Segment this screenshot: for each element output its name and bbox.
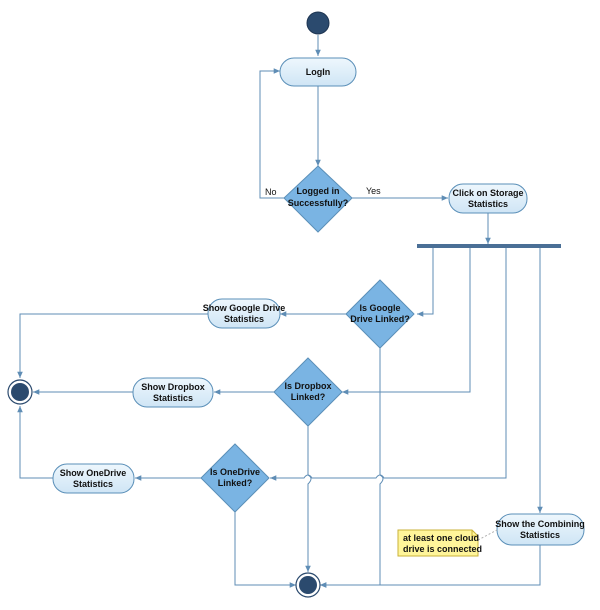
edge-showonedrive-end xyxy=(17,406,53,479)
show-combining-line2: Statistics xyxy=(520,530,560,540)
decision-dropbox-line1: Is Dropbox xyxy=(284,381,331,391)
show-dropbox-action: Show Dropbox Statistics xyxy=(132,377,214,408)
decision-google: Is Google Drive Linked? xyxy=(345,279,415,349)
edge-no-loop xyxy=(259,68,284,199)
decision-google-line1: Is Google xyxy=(359,303,400,313)
decision-dropbox-line2: Linked? xyxy=(291,392,326,402)
show-combining-line1: Show the Combining xyxy=(495,519,585,529)
edge-combining-end xyxy=(320,545,541,588)
decision-login: Logged in Successfully? xyxy=(283,165,353,233)
decision-google-line2: Drive Linked? xyxy=(350,314,410,324)
decision-onedrive-line1: Is OneDrive xyxy=(210,467,260,477)
edge-fork-dropbox xyxy=(342,247,471,395)
decision-onedrive-line2: Linked? xyxy=(218,478,253,488)
note-line1: at least one cloud xyxy=(403,533,479,543)
edge-fork-google xyxy=(417,247,434,317)
show-combining-action: Show the Combining Statistics xyxy=(495,513,585,546)
note-line2: drive is connected xyxy=(403,544,482,554)
note: at least one cloud drive is connected xyxy=(397,529,498,557)
login-label: LogIn xyxy=(306,67,331,77)
label-yes: Yes xyxy=(366,186,381,196)
start-node xyxy=(306,11,330,35)
show-onedrive-line1: Show OneDrive xyxy=(60,468,127,478)
fork-bar xyxy=(417,244,561,248)
edge-onedrive-no xyxy=(234,512,296,588)
click-storage-line1: Click on Storage xyxy=(452,188,523,198)
show-google-action: Show Google Drive Statistics xyxy=(203,298,286,329)
click-storage-action: Click on Storage Statistics xyxy=(448,183,528,214)
click-storage-line2: Statistics xyxy=(468,199,508,209)
end-node-bottom xyxy=(295,572,321,598)
show-google-line1: Show Google Drive xyxy=(203,303,286,313)
label-no: No xyxy=(265,187,277,197)
edge-dropbox-no xyxy=(305,426,312,572)
edge-google-no xyxy=(320,348,384,588)
decision-dropbox: Is Dropbox Linked? xyxy=(273,357,343,427)
show-onedrive-line2: Statistics xyxy=(73,479,113,489)
edges xyxy=(17,35,543,588)
show-google-line2: Statistics xyxy=(224,314,264,324)
decision-onedrive: Is OneDrive Linked? xyxy=(200,443,270,513)
edge-showgoogle-end xyxy=(17,313,208,378)
login-action: LogIn xyxy=(279,57,357,87)
decision-login-line1: Logged in xyxy=(297,186,340,196)
show-dropbox-line2: Statistics xyxy=(153,393,193,403)
show-onedrive-action: Show OneDrive Statistics xyxy=(52,463,135,494)
edge-fork-onedrive xyxy=(270,247,507,481)
decision-login-line2: Successfully? xyxy=(288,198,349,208)
show-dropbox-line1: Show Dropbox xyxy=(141,382,205,392)
end-node-left xyxy=(7,379,33,405)
